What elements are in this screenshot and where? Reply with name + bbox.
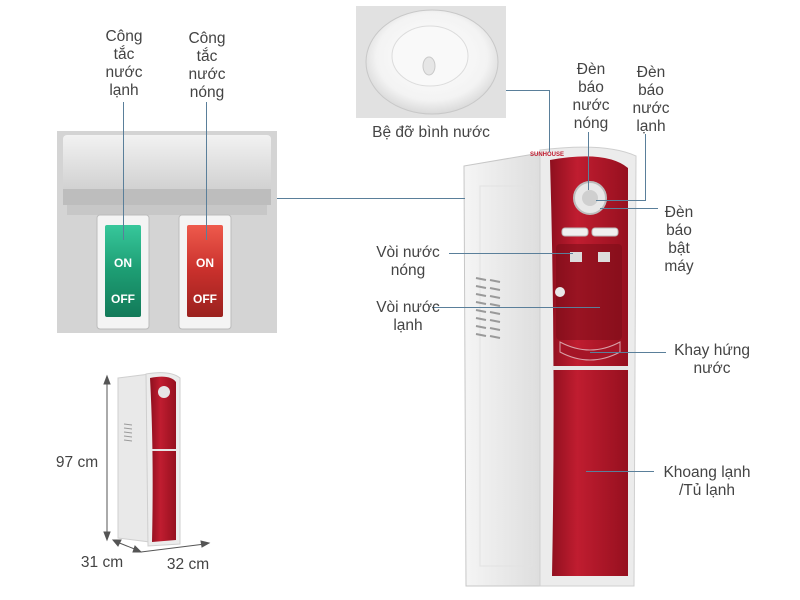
- hot-switch-off-text: OFF: [193, 292, 217, 306]
- brand-logo-text: SUNHOUSE: [530, 152, 565, 158]
- label-hot-indicator: Đèn báo nước nóng: [572, 61, 610, 132]
- leader-bottle-base-h: [506, 90, 550, 91]
- hot-switch-on-text: ON: [196, 256, 214, 270]
- label-cold-switch: Công tắc nước lạnh: [105, 28, 143, 99]
- width-dimension-label: 32 cm: [166, 556, 210, 573]
- label-hot-switch: Công tắc nước nóng: [188, 30, 226, 101]
- label-drip-tray: Khay hứng nước: [674, 342, 750, 377]
- leader-hot-indicator: [588, 132, 589, 190]
- water-dispenser-small: [117, 372, 181, 547]
- leader-cold-switch: [123, 102, 124, 240]
- leader-cold-indicator-v: [645, 134, 646, 200]
- leader-hot-switch: [206, 102, 207, 240]
- cold-switch-on-text: ON: [114, 256, 132, 270]
- label-cold-cabinet: Khoang lạnh /Tủ lạnh: [663, 464, 751, 499]
- leader-bottle-base-v: [549, 90, 550, 152]
- leader-cold-cabinet: [586, 471, 654, 472]
- switch-panel-graphic: [57, 131, 277, 333]
- label-hot-tap: Vòi nước nóng: [376, 244, 440, 279]
- cold-switch-off-text: OFF: [111, 292, 135, 306]
- bottle-base-graphic: [356, 6, 506, 118]
- leader-power-indicator: [600, 208, 658, 209]
- label-bottle-base: Bệ đỡ bình nước: [372, 124, 490, 141]
- dimension-arrows: [103, 374, 211, 553]
- label-cold-tap: Vòi nước lạnh: [376, 299, 440, 334]
- leader-cold-tap: [432, 307, 600, 308]
- water-dispenser-main: [463, 146, 637, 587]
- leader-hot-tap: [449, 253, 573, 254]
- switch-panel-photo: ON OFF ON OFF: [57, 131, 277, 333]
- height-dimension-label: 97 cm: [55, 454, 99, 471]
- leader-drip-tray: [590, 352, 666, 353]
- depth-dimension-label: 31 cm: [80, 554, 124, 571]
- label-power-indicator: Đèn báo bật máy: [664, 204, 694, 275]
- bottle-base-photo: [356, 6, 506, 118]
- label-cold-indicator: Đèn báo nước lạnh: [632, 64, 670, 135]
- leader-cold-indicator-h: [596, 200, 646, 201]
- leader-panel-to-dispenser: [277, 198, 465, 199]
